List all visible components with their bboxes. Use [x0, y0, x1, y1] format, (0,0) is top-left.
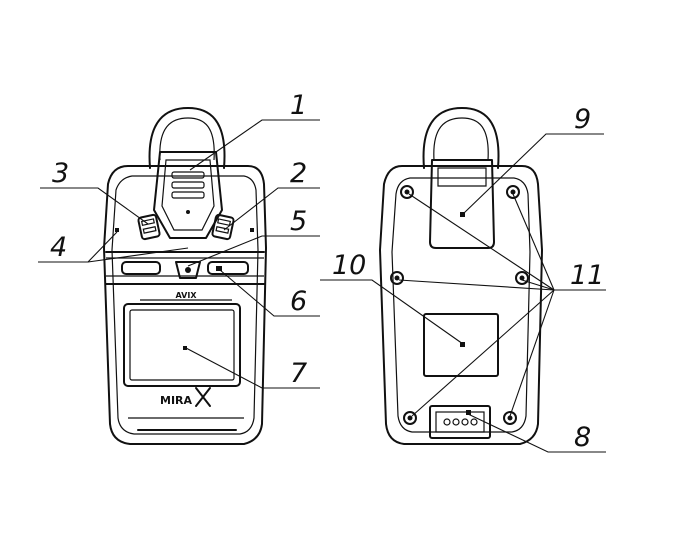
brand-logo: MIRA — [160, 394, 193, 407]
screw-top-left — [400, 185, 414, 199]
brand-logo-x-mark — [195, 387, 211, 407]
screw-bottom-right — [503, 411, 517, 425]
callout-2: 2 — [290, 158, 307, 189]
front-indicator — [175, 261, 201, 279]
back-view — [379, 107, 543, 445]
screw-top-right — [506, 185, 520, 199]
screw-mid-right — [515, 271, 529, 285]
screw-bottom-left — [403, 411, 417, 425]
back-label-area — [423, 313, 499, 377]
callout-9: 9 — [574, 104, 591, 135]
screw-mid-left — [390, 271, 404, 285]
front-view: AVIX MIRA — [103, 107, 267, 445]
callout-4: 4 — [50, 232, 67, 263]
sensor-module — [153, 151, 223, 239]
callout-1: 1 — [290, 90, 307, 121]
front-button-left — [137, 213, 161, 241]
leader-lines — [38, 119, 606, 453]
callout-numbers: 1 2 3 4 5 6 7 8 9 10 11 — [50, 90, 604, 453]
front-handle — [148, 107, 226, 169]
callout-6: 6 — [290, 286, 307, 317]
front-display — [123, 303, 241, 387]
model-label: AVIX — [176, 291, 198, 300]
callout-10: 10 — [332, 250, 366, 281]
back-handle — [422, 107, 500, 169]
callout-8: 8 — [574, 422, 591, 453]
callout-3: 3 — [52, 158, 69, 189]
front-button-right — [211, 213, 235, 241]
callout-7: 7 — [290, 358, 307, 389]
callout-11: 11 — [570, 260, 604, 291]
callout-5: 5 — [290, 206, 307, 237]
belt-clip — [429, 159, 495, 249]
front-housing — [103, 165, 267, 445]
charging-connector — [429, 405, 491, 439]
back-housing — [379, 165, 543, 445]
